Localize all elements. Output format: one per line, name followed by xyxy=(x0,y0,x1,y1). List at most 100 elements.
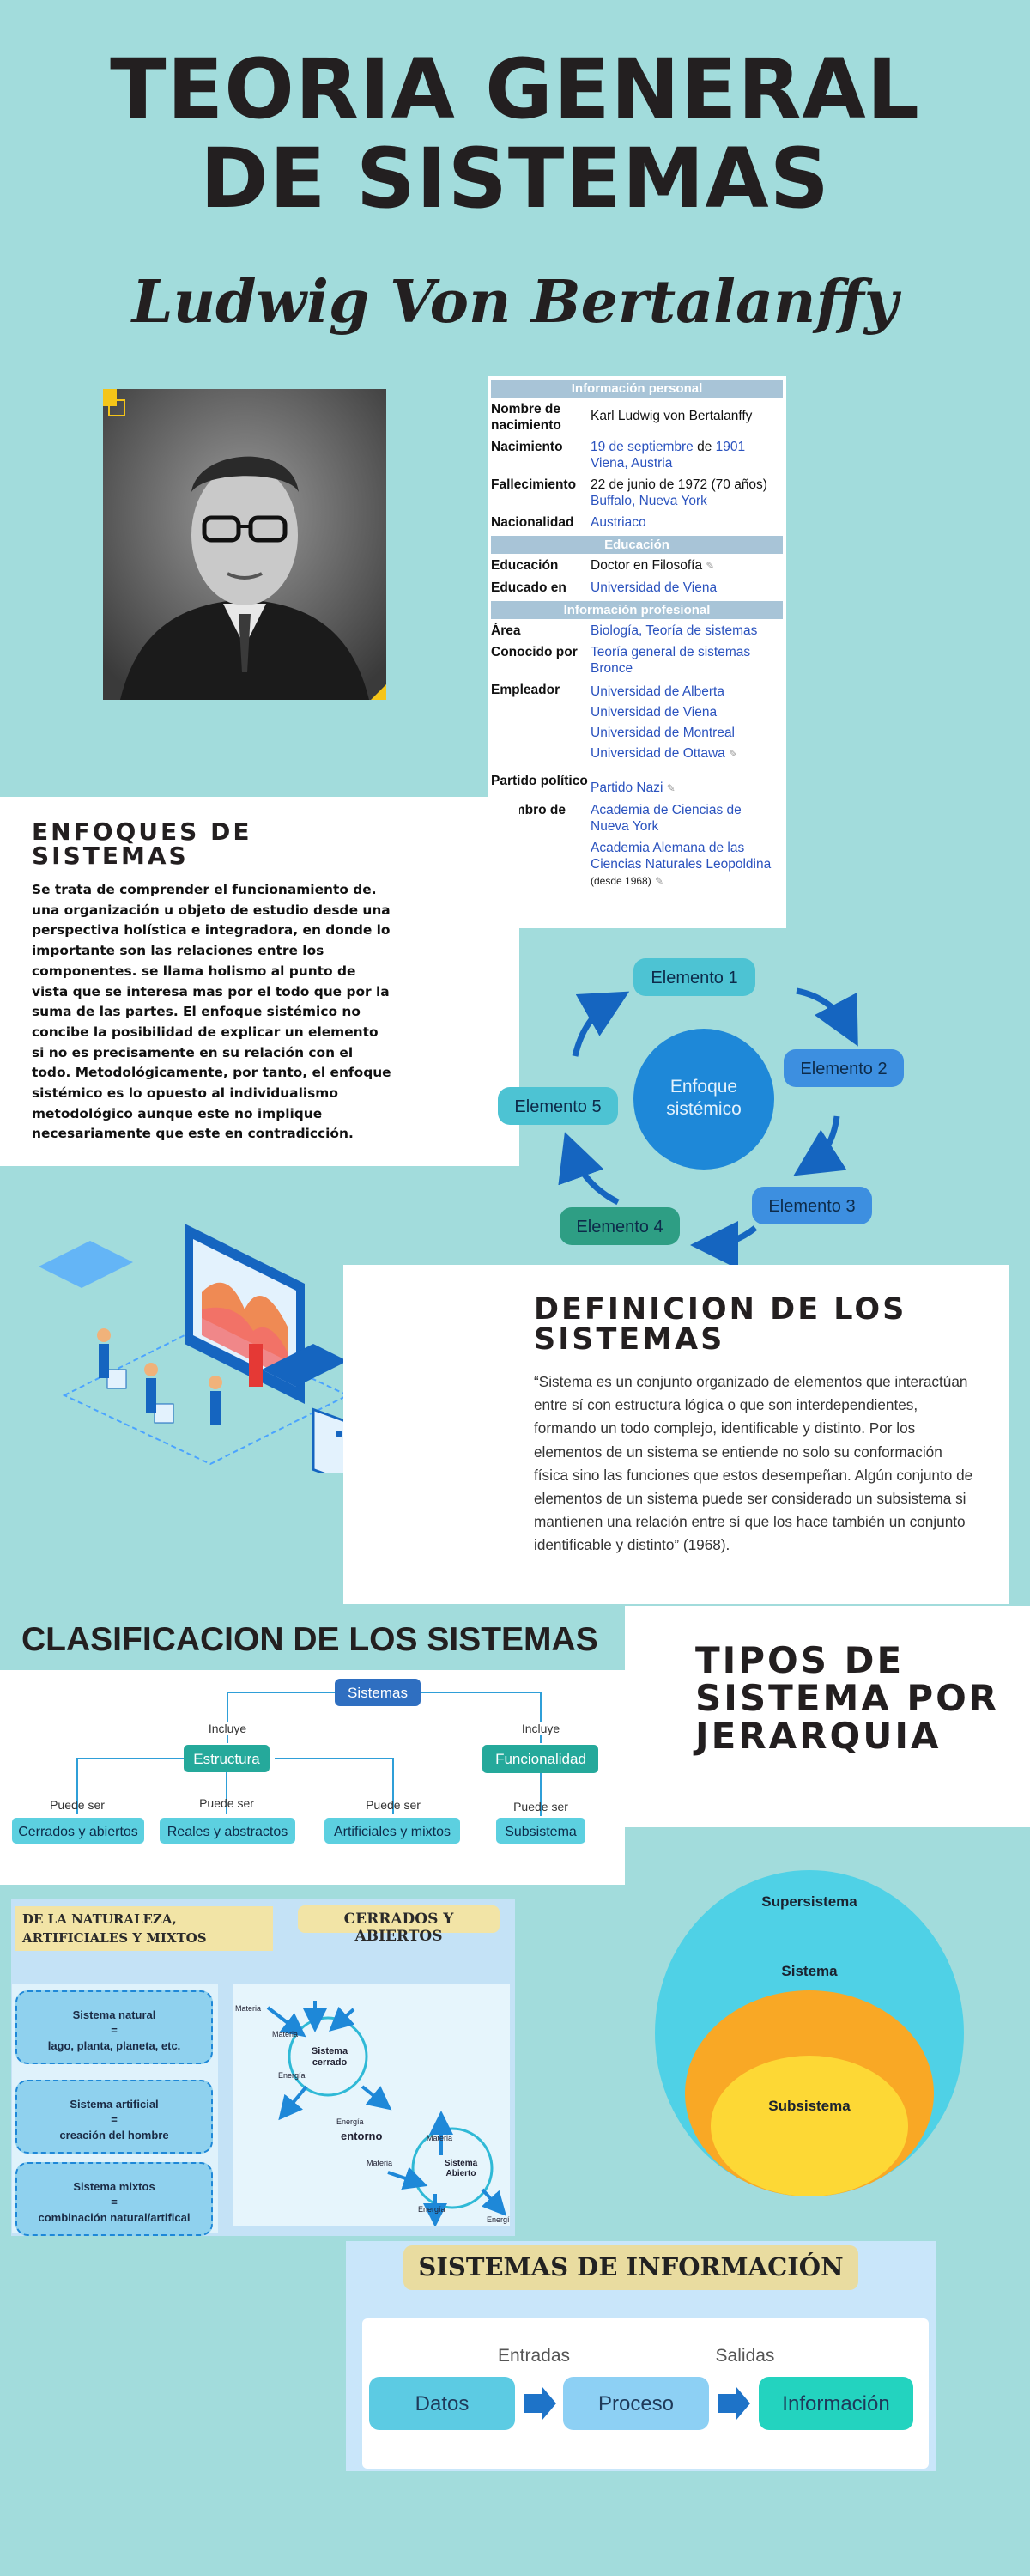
box-equals: = xyxy=(111,2196,118,2208)
cycle-arrow xyxy=(558,1132,620,1206)
definicion-title: DEFINICION DE LOS SISTEMAS xyxy=(534,1292,907,1357)
employer-link[interactable]: Universidad de Alberta xyxy=(591,684,724,699)
clasificacion-title: CLASIFICACION DE LOS SISTEMAS xyxy=(21,1621,598,1658)
infobox-row: Nombre de nacimiento Karl Ludwig von Ber… xyxy=(491,401,783,434)
corner-frame xyxy=(108,399,125,416)
svg-text:Información: Información xyxy=(782,2392,889,2415)
infobox-header-personal: Información personal xyxy=(491,380,783,398)
infobox-value: Academia de Ciencias de Nueva York Acade… xyxy=(591,802,783,890)
svg-text:Elemento 5: Elemento 5 xyxy=(514,1097,601,1116)
nationality-link[interactable]: Austriaco xyxy=(591,515,646,530)
education-degree: Doctor en Filosofía xyxy=(591,558,703,573)
org-leaf-subsistema: Subsistema xyxy=(496,1818,585,1844)
infobox-value: Karl Ludwig von Bertalanffy xyxy=(591,409,753,423)
infobox-value: Doctor en Filosofía ✎ xyxy=(591,557,783,574)
infobox-text: de xyxy=(693,440,716,454)
known-for-link[interactable]: Teoría general de sistemas xyxy=(591,645,751,659)
edit-pencil-icon[interactable]: ✎ xyxy=(655,875,664,887)
definicion-text: “Sistema es un conjunto organizado de el… xyxy=(534,1373,973,1554)
box-body: combinación natural/artifical xyxy=(38,2211,191,2224)
closed-label: cerrado xyxy=(312,2057,348,2068)
membership-link[interactable]: Academia Alemana de las Ciencias Natural… xyxy=(591,841,772,872)
infobox-key: Área xyxy=(491,623,521,638)
hierarchy-circles: Supersistema Sistema Subsistema xyxy=(655,1870,964,2196)
cycle-element-1: Elemento 1 xyxy=(633,958,755,996)
party-link[interactable]: Partido Nazi xyxy=(591,781,663,795)
org-root: Sistemas xyxy=(335,1679,421,1706)
area-link[interactable]: Biología, Teoría de sistemas xyxy=(591,623,758,638)
employer-link[interactable]: Universidad de Ottawa xyxy=(591,746,725,761)
birth-place-link[interactable]: Viena, Austria xyxy=(591,456,673,471)
entradas-label: Entradas xyxy=(498,2346,570,2366)
tree-connector-label: Incluye xyxy=(522,1722,560,1735)
cycle-center-label: sistémico xyxy=(666,1099,742,1119)
svg-text:Elemento 4: Elemento 4 xyxy=(576,1218,663,1236)
cycle-element-2: Elemento 2 xyxy=(784,1049,904,1087)
definicion-panel xyxy=(343,1265,1009,1604)
infobox-value: 19 de septiembre de 1901 Viena, Austria xyxy=(591,439,783,471)
portrait-illustration xyxy=(103,389,386,700)
university-link[interactable]: Universidad de Viena xyxy=(591,580,718,595)
supersistema-label: Supersistema xyxy=(761,1893,857,1910)
materia-label: Materia xyxy=(235,2004,261,2013)
org-leaf-artificiales: Artificiales y mixtos xyxy=(324,1818,460,1844)
flow-arrow-icon xyxy=(718,2387,750,2420)
svg-text:Estructura: Estructura xyxy=(193,1751,260,1767)
materia-label: Materia xyxy=(272,2030,298,2038)
closed-system-circle xyxy=(288,2016,368,2097)
infobox-row: Educado en Universidad de Viena xyxy=(491,580,783,596)
salidas-label: Salidas xyxy=(716,2346,775,2366)
birth-date-link[interactable]: 19 de septiembre xyxy=(591,440,694,454)
cycle-arrow xyxy=(793,1115,847,1176)
known-for-link[interactable]: Bronce xyxy=(591,661,633,676)
cycle-element-5: Elemento 5 xyxy=(498,1087,618,1125)
datos-box: Datos xyxy=(369,2377,515,2430)
svg-text:Elemento 3: Elemento 3 xyxy=(768,1197,855,1216)
infobox-value: Universidad de Alberta Universidad de Vi… xyxy=(591,682,783,764)
svg-text:Cerrados y abiertos: Cerrados y abiertos xyxy=(18,1825,138,1839)
infobox-row: Fallecimiento 22 de junio de 1972 (70 añ… xyxy=(491,477,783,509)
natural-system-box: Sistema natural = lago, planta, planeta,… xyxy=(15,1990,213,2064)
edit-pencil-icon[interactable]: ✎ xyxy=(706,560,715,572)
birth-year-link[interactable]: 1901 xyxy=(715,440,746,454)
svg-text:Funcionalidad: Funcionalidad xyxy=(495,1751,586,1767)
infobox-row: Partido político Partido Nazi ✎ xyxy=(491,773,783,797)
employer-link[interactable]: Universidad de Viena xyxy=(591,705,718,720)
edit-pencil-icon[interactable]: ✎ xyxy=(729,748,738,760)
author-name: Ludwig Von Bertalanffy xyxy=(131,268,899,337)
open-label: Sistema xyxy=(445,2159,478,2168)
sistema-label: Sistema xyxy=(781,1963,838,1979)
classification-tree: Sistemas Incluye Incluye Estructura Func… xyxy=(12,1679,598,1844)
mixed-system-box: Sistema mixtos = combinación natural/art… xyxy=(15,2162,213,2236)
org-estructura: Estructura xyxy=(184,1745,270,1772)
clasificacion-panel xyxy=(0,1670,625,1885)
infobox-value: Partido Nazi ✎ xyxy=(591,773,783,797)
open-label: Abierto xyxy=(446,2169,476,2178)
materia-label: Materia xyxy=(367,2159,392,2167)
svg-text:Proceso: Proceso xyxy=(598,2392,674,2415)
employer-link[interactable]: Universidad de Montreal xyxy=(591,726,736,740)
death-place-link[interactable]: Buffalo, Nueva York xyxy=(591,494,707,508)
artificial-system-box: Sistema artificial = creación del hombre xyxy=(15,2080,213,2154)
subsistema-circle xyxy=(711,2056,908,2196)
corner-mark xyxy=(103,389,117,406)
infobox-key: Empleador xyxy=(491,683,560,697)
infobox-key: Partido político xyxy=(491,774,588,788)
page-title: TEORIA GENERAL DE SISTEMAS xyxy=(0,45,1030,223)
infobox-row: Conocido por Teoría general de sistemas … xyxy=(491,644,783,677)
edit-pencil-icon[interactable]: ✎ xyxy=(666,782,676,794)
infobox-key: Educación xyxy=(491,558,559,573)
infobox-key: Fallecimiento xyxy=(491,477,577,492)
infobox-row: Nacionalidad Austriaco xyxy=(491,514,783,531)
title-line-1: TEORIA GENERAL xyxy=(110,41,920,137)
tree-connector-label: Incluye xyxy=(209,1722,247,1735)
infobox-key: Nacimiento xyxy=(491,440,563,454)
infobox-row: Área Biología, Teoría de sistemas xyxy=(491,623,783,639)
cycle-center-label: Enfoque xyxy=(670,1077,737,1097)
svg-text:Elemento 2: Elemento 2 xyxy=(800,1060,887,1078)
svg-text:Datos: Datos xyxy=(415,2392,470,2415)
cycle-element-3: Elemento 3 xyxy=(752,1187,872,1224)
enfoques-panel xyxy=(0,797,519,1166)
closed-label: Sistema xyxy=(312,2046,348,2057)
membership-link[interactable]: Academia de Ciencias de Nueva York xyxy=(591,803,742,834)
